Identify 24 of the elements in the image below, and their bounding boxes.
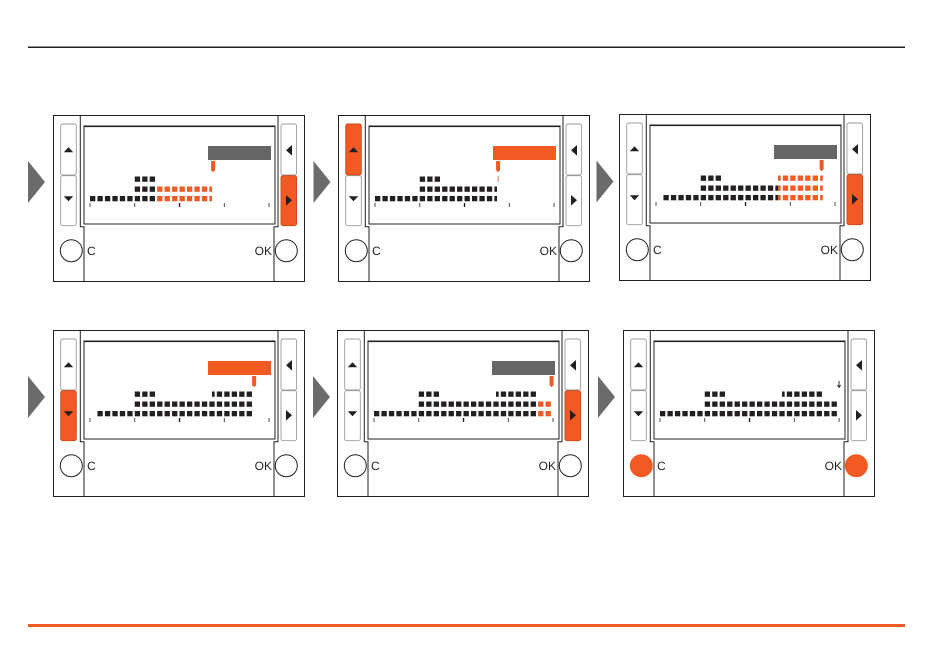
- step-arrow: [313, 376, 330, 418]
- device-panel: [338, 115, 590, 282]
- device-panel: [623, 330, 875, 497]
- device-panel: [53, 115, 305, 282]
- key-label: OK: [538, 458, 556, 473]
- key-label: C: [87, 244, 96, 258]
- step-arrow: [598, 376, 615, 418]
- key-label: C: [653, 242, 662, 257]
- key-label: C: [87, 458, 96, 473]
- device-panel: [337, 330, 589, 497]
- key-label: OK: [254, 458, 272, 473]
- step-arrow: [28, 161, 45, 203]
- key-label: OK: [820, 242, 838, 257]
- device-panel: [619, 114, 871, 281]
- key-label: OK: [824, 458, 842, 473]
- step-arrow: [596, 160, 614, 202]
- key-label: OK: [540, 244, 557, 258]
- key-label: OK: [254, 244, 272, 258]
- step-arrow: [28, 376, 45, 418]
- key-label: C: [371, 458, 380, 473]
- key-label: C: [372, 244, 381, 258]
- key-label: C: [657, 458, 666, 473]
- device-panel: [53, 330, 305, 497]
- step-arrow: [314, 161, 330, 203]
